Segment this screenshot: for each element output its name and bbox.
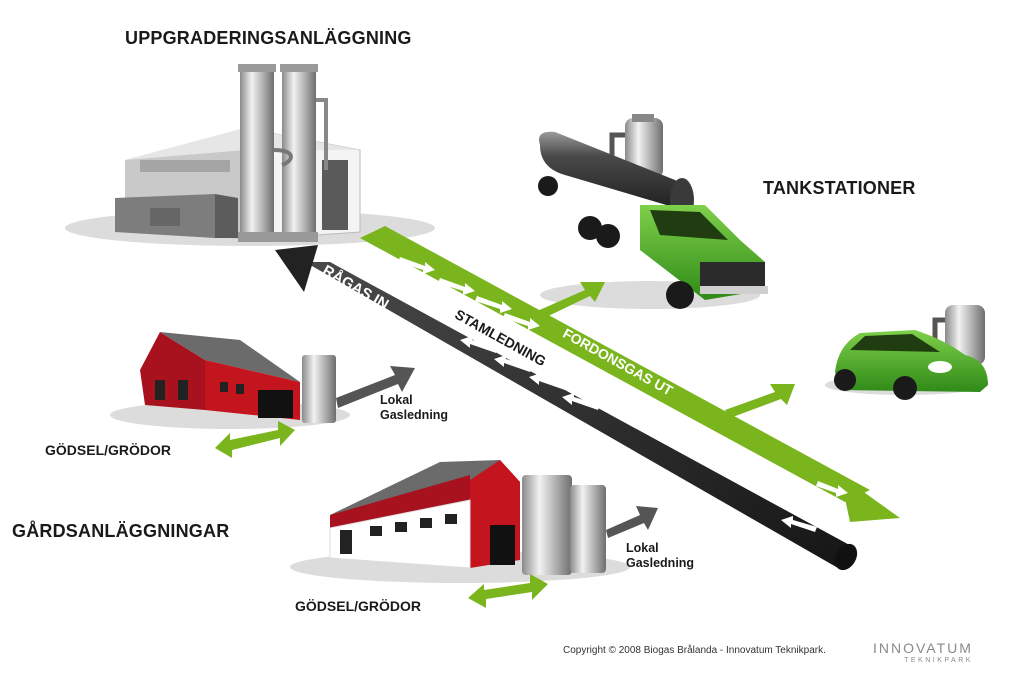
logo-main-text: INNOVATUM bbox=[873, 640, 973, 656]
innovatum-logo: INNOVATUM TEKNIKPARK bbox=[873, 640, 973, 664]
manure-crops-label-1: GÖDSEL/GRÖDOR bbox=[45, 442, 172, 458]
trunk-pipe bbox=[275, 245, 858, 571]
large-farm-illustration bbox=[329, 460, 658, 608]
local-gas-line-label-1: Lokal Gasledning bbox=[380, 393, 448, 423]
vehicle-gas-band bbox=[360, 226, 900, 522]
local-gas-line-1-word-a: Lokal bbox=[380, 393, 413, 407]
logo-sub-text: TEKNIKPARK bbox=[904, 657, 973, 664]
upgrading-plant-illustration bbox=[115, 64, 361, 242]
copyright-text: Copyright © 2008 Biogas Brålanda - Innov… bbox=[563, 645, 826, 656]
local-gas-line-2-word-a: Lokal bbox=[626, 541, 659, 555]
farm-plants-label: GÅRDSANLÄGGNINGAR bbox=[12, 521, 230, 541]
filling-stations-label: TANKSTATIONER bbox=[763, 178, 916, 198]
local-gas-line-1-word-b: Gasledning bbox=[380, 408, 449, 422]
manure-crops-label-2: GÖDSEL/GRÖDOR bbox=[295, 598, 422, 614]
tank-truck-illustration bbox=[538, 114, 768, 309]
local-gas-line-2-word-b: Gasledning bbox=[626, 556, 695, 570]
small-farm-illustration bbox=[140, 332, 415, 458]
car-illustration bbox=[834, 305, 988, 400]
upgrading-plant-label: UPPGRADERINGSANLÄGGNING bbox=[125, 28, 412, 48]
flow-arrows bbox=[398, 257, 848, 532]
local-gas-line-label-2: Lokal Gasledning bbox=[626, 541, 694, 571]
